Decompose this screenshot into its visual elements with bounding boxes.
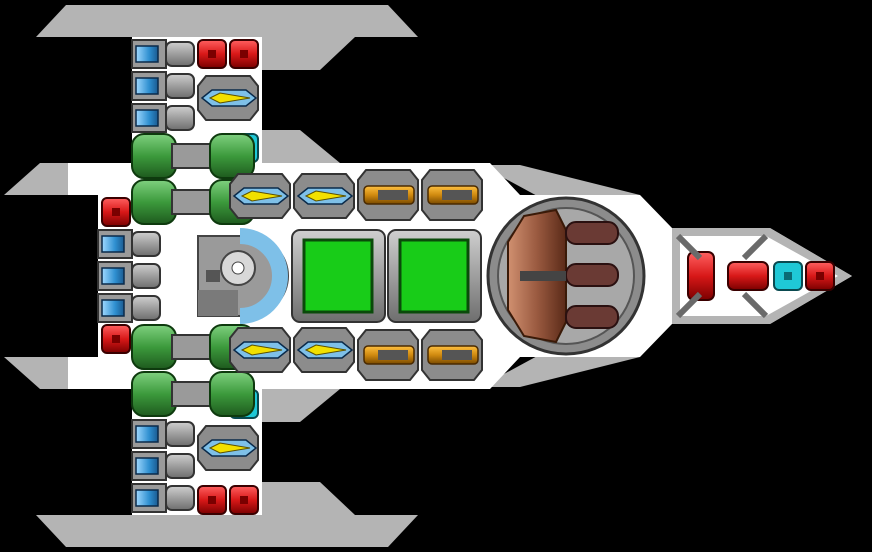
- missile-launcher-4: [421, 329, 483, 381]
- bridge-module: [197, 228, 289, 324]
- shield-emitter-3: [773, 261, 803, 291]
- laser-2: [229, 173, 291, 219]
- nose-cannon: [675, 233, 769, 319]
- armor-plate-2: [229, 39, 259, 69]
- thruster-9: [131, 483, 195, 513]
- thruster-7: [131, 419, 195, 449]
- thruster-1: [131, 39, 195, 69]
- thruster-8: [131, 451, 195, 481]
- laser-6: [197, 425, 259, 471]
- missile-launcher-2: [421, 169, 483, 221]
- power-core-1: [291, 229, 386, 323]
- laser-5: [293, 327, 355, 373]
- missile-launcher-3: [357, 329, 419, 381]
- thruster-5: [97, 261, 161, 291]
- armor-plate-5: [197, 485, 227, 515]
- armor-plate-4: [101, 324, 131, 354]
- thruster-3: [131, 103, 195, 133]
- armor-plate-6: [229, 485, 259, 515]
- thruster-array: [97, 39, 195, 513]
- armor-plate-3: [101, 197, 131, 227]
- laser-3: [293, 173, 355, 219]
- armor-plates: [101, 39, 835, 515]
- engine-4: [131, 371, 255, 417]
- thruster-2: [131, 71, 195, 101]
- laser-4: [229, 327, 291, 373]
- thruster-4: [97, 229, 161, 259]
- laser-array: [197, 75, 355, 471]
- thruster-6: [97, 293, 161, 323]
- turret-module: [486, 196, 646, 356]
- laser-1: [197, 75, 259, 121]
- armor-plate-1: [197, 39, 227, 69]
- missile-launcher-1: [357, 169, 419, 221]
- missile-array: [357, 169, 483, 381]
- armor-plate-7: [805, 261, 835, 291]
- power-core-2: [387, 229, 482, 323]
- engine-1: [131, 133, 255, 179]
